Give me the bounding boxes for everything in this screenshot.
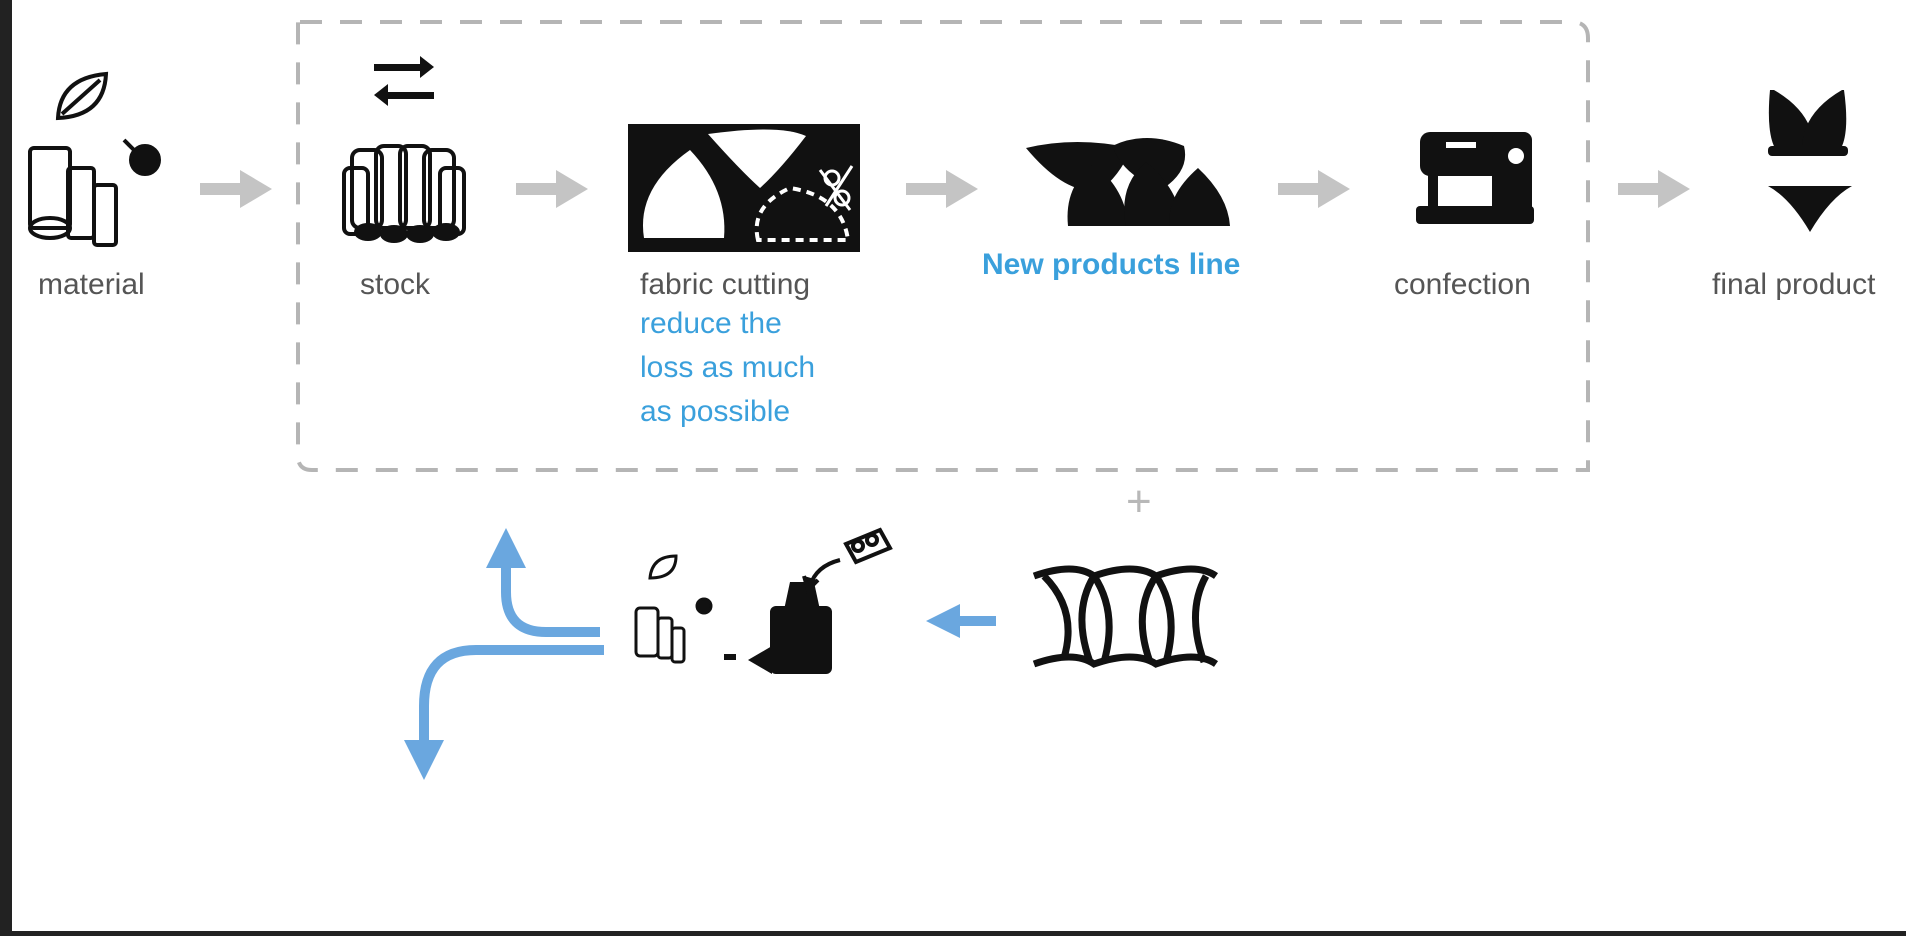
label-stock: stock [360,268,431,301]
blue-split-arrows [404,528,604,780]
blue-arrow-down [404,645,604,780]
arrow-stock-to-cutting [516,170,588,208]
blue-arrow-up [486,528,600,637]
plus-sign: + [1126,477,1152,526]
arrow-confection-to-final [1618,170,1690,208]
scrap-pieces-icon [802,527,893,594]
leaf-fabric-rolls-icon [28,71,161,247]
fabric-roll-icon [634,554,713,664]
arrow-material-to-stock [200,170,272,208]
diagram-panel [12,0,1906,931]
arrow-products-to-confection [1278,170,1350,208]
label-fabric-cutting: fabric cutting [640,268,811,301]
label-confection: confection [1394,268,1531,301]
fabric-cutting-pattern-icon [628,124,860,252]
blue-arrow-lattice-to-machine [926,604,996,638]
exchange-fabric-rolls-icon [342,56,466,243]
label-final-product: final product [1712,268,1876,301]
sewing-machine-icon [1416,132,1534,224]
label-material: material [38,268,145,301]
cup-pieces-icon [1026,138,1230,226]
flow-arrows [200,170,1690,208]
lingerie-icon [1768,90,1852,232]
label-new-products-line: New products line [982,248,1241,281]
dashed-process-box [296,20,1590,472]
arrow-cutting-to-products [906,170,978,208]
scrap-lattice-icon [1032,565,1219,668]
cutting-note: reduce the loss as much as possible [640,307,816,428]
